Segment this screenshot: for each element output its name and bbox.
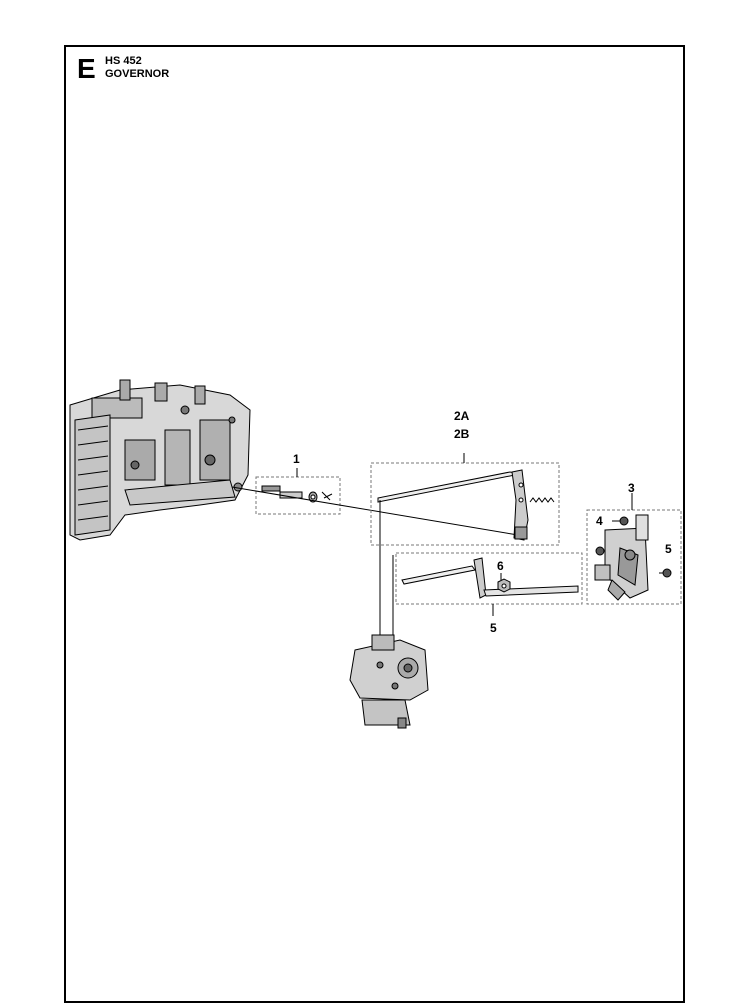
- throttle-lever: [401, 557, 579, 599]
- control-bracket: [594, 514, 649, 601]
- section-letter: E: [77, 53, 96, 84]
- callout-2b: 2B: [454, 427, 470, 441]
- governor-link-rod: [231, 486, 519, 536]
- callout-5: 5: [665, 542, 672, 556]
- callout-3: 3: [628, 481, 635, 495]
- callout-6: 5: [490, 621, 497, 635]
- part-1-box: [255, 476, 341, 515]
- callout-1: 1: [293, 452, 300, 466]
- screw-5: [659, 568, 672, 578]
- callout-2a: 2A: [454, 409, 470, 423]
- page-frame: [64, 45, 685, 1003]
- part-2-box: [370, 462, 560, 546]
- governor-spring: [529, 497, 555, 503]
- callout-4: 4: [596, 514, 603, 528]
- part-3-box: [586, 509, 682, 605]
- carburetor: [349, 634, 429, 729]
- governor-lever: [377, 469, 529, 541]
- callout-7: 6: [497, 559, 504, 573]
- governor-shaft: [261, 485, 333, 503]
- model-name: HS 452: [105, 55, 142, 67]
- screw-extra: [595, 546, 605, 556]
- nut-7: [497, 578, 511, 593]
- engine-block: [69, 379, 251, 541]
- section-title: GOVERNOR: [105, 68, 170, 80]
- part-6-box: [395, 552, 583, 605]
- screw-4: [612, 516, 629, 526]
